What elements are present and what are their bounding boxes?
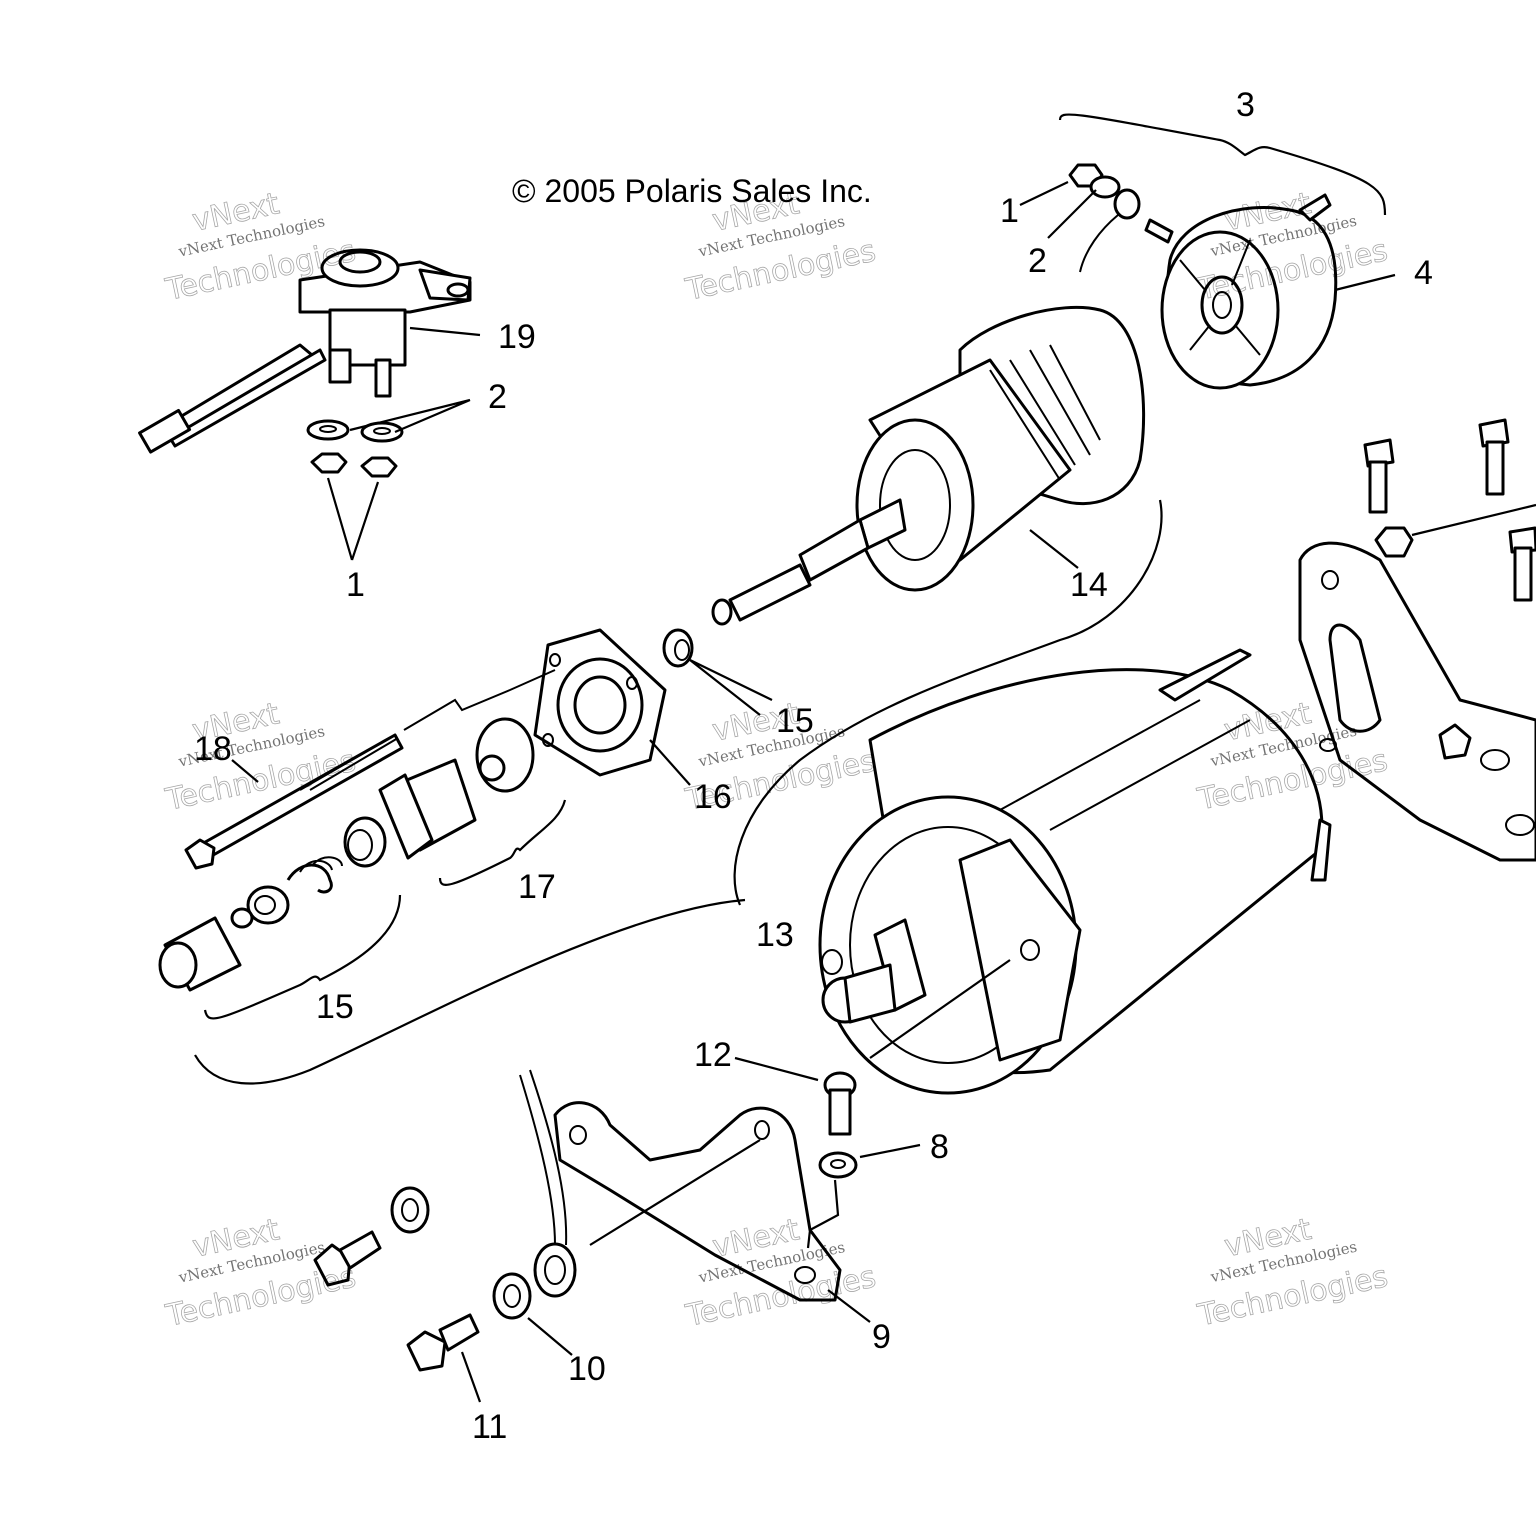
watermark-mid-center: vNext Technologies vNext Technologies	[682, 696, 880, 818]
bracket-13-lower	[194, 898, 746, 1085]
leader-2-top	[1047, 189, 1097, 239]
bracket-17	[438, 799, 567, 886]
armature-part-14	[711, 305, 1146, 626]
callout-17: 17	[518, 868, 556, 906]
washer-part-8	[818, 1151, 858, 1179]
callout-2-left: 2	[488, 378, 507, 416]
callout-3: 3	[1236, 86, 1255, 124]
callout-18: 18	[194, 730, 232, 768]
leader-10	[527, 1317, 573, 1356]
callout-1-top: 1	[1000, 192, 1019, 230]
lower-bracket-part-9	[553, 1101, 842, 1302]
bracket-15-lower	[203, 894, 402, 1020]
callout-14: 14	[1070, 566, 1108, 604]
leader-1-left	[326, 477, 380, 561]
callout-9: 9	[872, 1318, 891, 1356]
callout-4: 4	[1414, 254, 1433, 292]
watermark-mid-left: vNext Technologies vNext Technologies	[162, 696, 360, 818]
callout-16: 16	[694, 778, 732, 816]
nut-washer-top	[1068, 163, 1141, 273]
callout-13: 13	[756, 916, 794, 954]
leader-2-left	[349, 398, 471, 434]
leader-16	[649, 739, 691, 786]
leader-1-top	[1019, 181, 1069, 206]
end-cap-part-4	[1144, 193, 1338, 390]
callout-2-top: 2	[1028, 242, 1047, 280]
solenoid-part-19	[138, 248, 472, 454]
callout-15-upper: 15	[776, 702, 814, 740]
leader-12	[734, 1056, 819, 1082]
mounting-bracket-right	[1298, 541, 1536, 862]
bolt-part-11	[406, 1313, 480, 1372]
leader-15-upper	[689, 659, 773, 716]
leader-14	[1029, 529, 1079, 569]
leader-9	[827, 1289, 871, 1323]
callout-15-lower: 15	[316, 988, 354, 1026]
callout-8: 8	[930, 1128, 949, 1166]
bracket-3	[1058, 113, 1387, 216]
washer-bolt-left-lower	[313, 1186, 430, 1287]
flange-part-16	[533, 628, 694, 777]
washer-part-10	[492, 1272, 532, 1320]
cable-terminal	[519, 1069, 577, 1298]
bracket-13-upper	[733, 499, 1163, 906]
watermark-bottom-left: vNext Technologies vNext Technologies	[162, 1212, 360, 1334]
callout-12: 12	[694, 1036, 732, 1074]
leader-19	[409, 326, 481, 337]
bolt-part-12	[823, 1071, 857, 1136]
callout-11: 11	[472, 1408, 507, 1446]
callout-10: 10	[568, 1350, 606, 1388]
leader-11	[460, 1351, 482, 1403]
leader-8	[859, 1143, 921, 1159]
copyright-text: © 2005 Polaris Sales Inc.	[512, 173, 872, 209]
centerline-8	[806, 1179, 840, 1249]
leader-18	[231, 759, 259, 783]
shaft-centerline	[403, 669, 556, 731]
bolts-right	[1363, 418, 1536, 602]
leader-4	[1334, 273, 1396, 292]
callout-19: 19	[498, 318, 536, 356]
pinion-assembly	[158, 717, 535, 992]
callout-1-left: 1	[346, 566, 365, 604]
centerline-mount	[869, 959, 1011, 1059]
starter-motor-part-13	[818, 648, 1332, 1095]
centerline-lower	[589, 1139, 761, 1246]
watermark-bottom-right: vNext Technologies vNext Technologies	[1194, 1212, 1392, 1334]
